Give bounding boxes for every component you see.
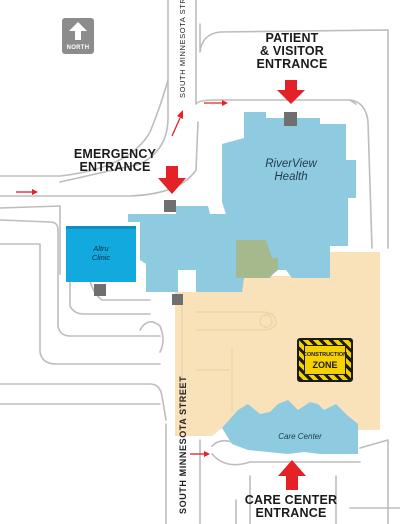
care-center-building-label: Care Center — [278, 432, 322, 441]
street-label-north: SOUTH MINNESOTA STREET — [178, 0, 187, 98]
altru-line1: Altru — [93, 244, 109, 253]
construction-sign-panel: CONSTRUCTION ZONE — [302, 345, 348, 375]
construction-zone-area — [175, 252, 380, 436]
riverview-health-building — [128, 112, 356, 292]
north-arrow-icon — [69, 22, 87, 40]
care-center-building — [222, 400, 358, 454]
emergency-line1: EMERGENCY — [73, 147, 157, 161]
traffic-arrow-icon — [16, 100, 228, 457]
care-center-line2: ENTRANCE — [255, 506, 327, 520]
entrance-doors — [94, 112, 297, 305]
care-center-line1: CARE CENTER — [244, 493, 338, 507]
construction-line1: CONSTRUCTION — [302, 352, 348, 358]
entrance-arrow-icon — [158, 80, 306, 490]
riverview-line1: RiverView — [265, 158, 317, 170]
construction-sign-icon: CONSTRUCTION ZONE — [297, 338, 353, 382]
altru-clinic-label: Altru Clinic — [76, 244, 126, 262]
emergency-entrance-label: EMERGENCY ENTRANCE — [62, 148, 168, 174]
altru-clinic-building — [66, 226, 136, 282]
emergency-line2: ENTRANCE — [79, 160, 151, 174]
riverview-line2: Health — [274, 171, 308, 183]
altru-line2: Clinic — [91, 253, 111, 262]
patient-visitor-entrance-label: PATIENT & VISITOR ENTRANCE — [240, 32, 344, 71]
patient-visitor-line2: & VISITOR — [259, 44, 325, 58]
care-center-entrance-label: CARE CENTER ENTRANCE — [236, 494, 346, 520]
north-label: NORTH — [66, 45, 90, 51]
riverview-health-label: RiverView Health — [246, 158, 336, 184]
north-compass-badge: NORTH — [62, 18, 94, 54]
patient-visitor-line1: PATIENT — [265, 31, 319, 45]
street-label-south: SOUTH MINNESOTA STREET — [178, 375, 188, 514]
patient-visitor-line3: ENTRANCE — [256, 57, 328, 71]
construction-line2: ZONE — [312, 360, 338, 370]
